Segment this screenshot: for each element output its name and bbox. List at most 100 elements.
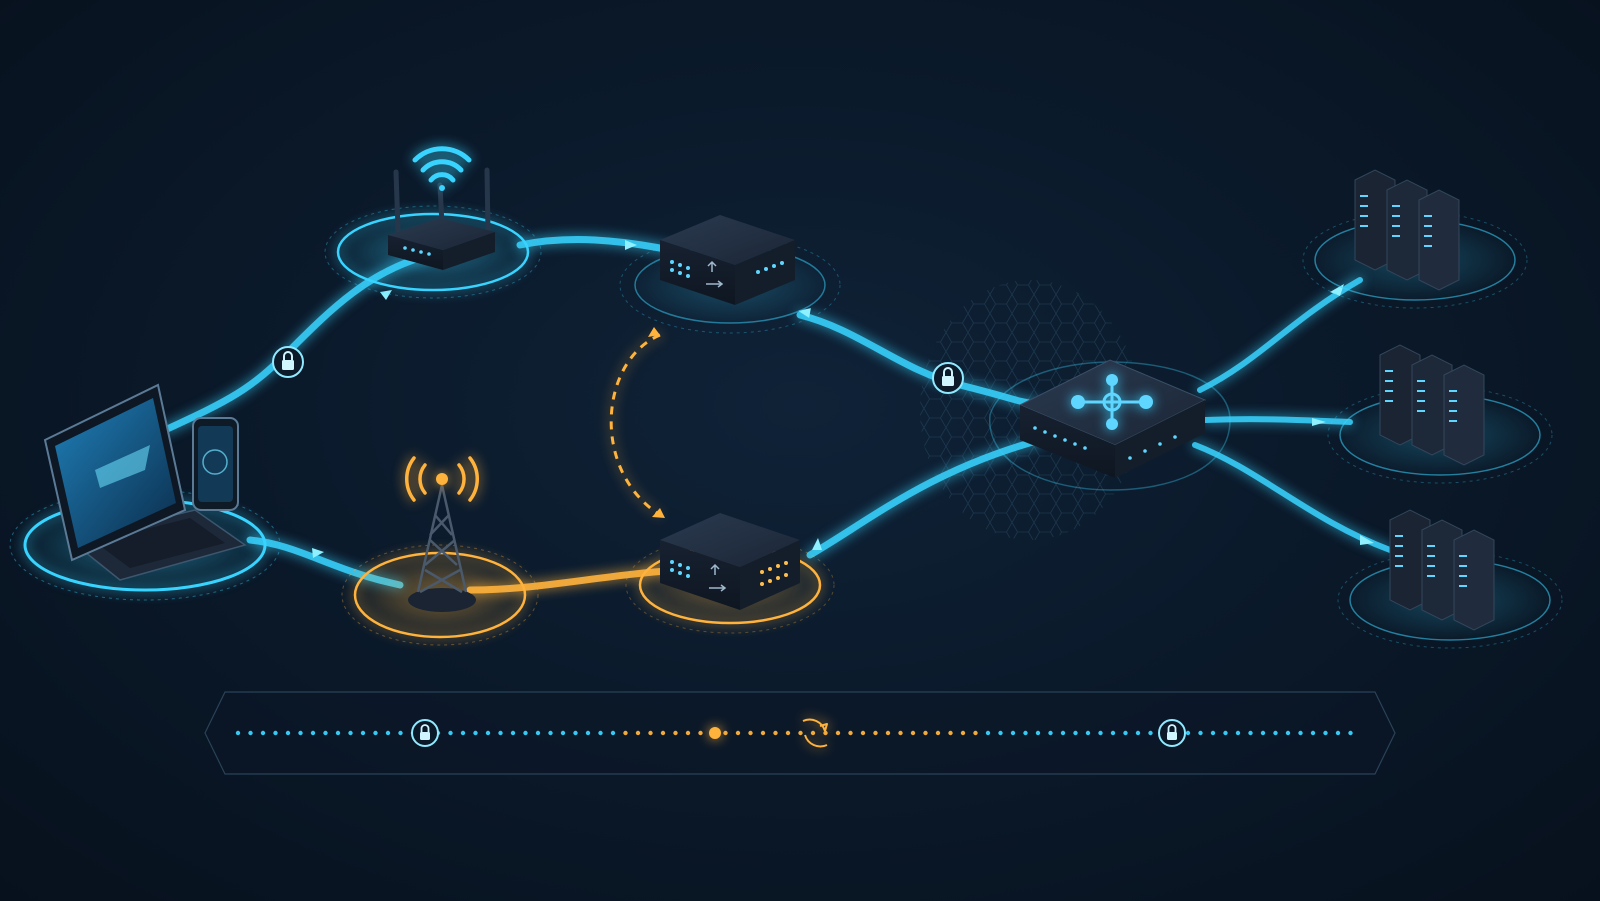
timeline-bar — [204, 691, 1396, 775]
timeline-lock-1 — [411, 719, 439, 747]
timeline-dot — [1023, 730, 1028, 736]
arrow-marker — [1312, 418, 1326, 426]
lock-badge-client-router — [272, 346, 304, 378]
timeline-dot — [573, 730, 578, 736]
wifi-icon — [412, 146, 472, 191]
timeline-dot — [635, 730, 641, 736]
gateway-icon — [709, 563, 727, 592]
lock-icon — [1167, 732, 1177, 740]
timeline-dot — [685, 730, 691, 736]
path-core-to-server-2 — [1202, 416, 1353, 425]
timeline-dot — [385, 730, 391, 736]
lock-icon — [942, 376, 954, 386]
timeline-dot — [323, 730, 328, 736]
timeline-dot — [960, 730, 966, 736]
timeline-dot — [785, 730, 791, 736]
timeline-dot — [1035, 730, 1041, 736]
timeline-dot — [673, 730, 678, 736]
timeline-dot — [510, 730, 516, 736]
timeline-dot — [648, 730, 653, 736]
timeline-dot — [823, 730, 828, 736]
handover-icon — [802, 718, 828, 748]
timeline-amber-node — [709, 727, 721, 739]
timeline-dot — [835, 730, 841, 736]
timeline-dot — [623, 730, 628, 736]
cell-tower — [341, 456, 539, 646]
timeline-dot — [1010, 730, 1016, 736]
core-switch — [989, 359, 1231, 491]
timeline-dot — [735, 730, 741, 736]
timeline-dot — [298, 730, 303, 736]
timeline-dot — [273, 730, 278, 736]
server-icon — [1354, 169, 1460, 291]
client-devices — [9, 383, 281, 601]
server-rack-1 — [1302, 169, 1528, 309]
server-rack-2 — [1327, 344, 1553, 484]
timeline-dot — [1348, 730, 1353, 736]
timeline-dot — [285, 730, 291, 736]
timeline-dot — [560, 730, 566, 736]
timeline-dot — [1248, 730, 1253, 736]
timeline-dot — [898, 730, 903, 736]
timeline-dot — [1123, 730, 1128, 736]
server-rack-3 — [1337, 509, 1563, 649]
arrow-marker — [380, 290, 392, 300]
timeline-dot — [1310, 730, 1316, 736]
timeline-dot — [873, 730, 878, 736]
timeline-dot — [348, 730, 353, 736]
lock-badge-gateway-core — [932, 362, 964, 394]
arrow-marker — [1360, 535, 1374, 545]
timeline-dot — [860, 730, 866, 736]
timeline-dot — [998, 730, 1003, 736]
timeline-dot — [1098, 730, 1103, 736]
timeline-dot — [1223, 730, 1228, 736]
handover-arc — [609, 327, 665, 518]
wifi-router — [324, 146, 542, 299]
laptop-icon — [43, 383, 247, 581]
timeline-dot — [1298, 730, 1303, 736]
timeline-dot — [1285, 730, 1291, 736]
timeline-dot — [1273, 730, 1278, 736]
timeline-dot — [748, 730, 753, 736]
timeline-dot — [1135, 730, 1141, 736]
timeline-dot — [1198, 730, 1203, 736]
timeline-dot — [473, 730, 478, 736]
timeline-dot — [448, 730, 453, 736]
timeline-dot — [373, 730, 378, 736]
timeline-dot — [935, 730, 941, 736]
timeline-dot — [523, 730, 528, 736]
timeline-dot — [773, 730, 778, 736]
timeline-dot — [585, 730, 591, 736]
timeline-dot — [910, 730, 916, 736]
lock-icon — [420, 732, 430, 740]
timeline-dot — [798, 730, 803, 736]
gateway-icon — [706, 260, 724, 288]
arrow-marker — [625, 240, 637, 250]
timeline-dot — [848, 730, 853, 736]
timeline-dot — [485, 730, 491, 736]
timeline-dot — [1210, 730, 1216, 736]
lock-icon — [282, 360, 294, 370]
path-router-to-gateway-top — [516, 236, 674, 254]
gateway-top — [619, 215, 841, 334]
phone-icon — [192, 417, 239, 511]
timeline-dot — [260, 730, 266, 736]
arrow-marker — [812, 538, 822, 550]
path-core-to-server-3 — [1192, 442, 1393, 553]
timeline-dot — [760, 730, 766, 736]
timeline-dot — [460, 730, 466, 736]
timeline-dot — [498, 730, 503, 736]
path-core-to-server-1 — [1197, 277, 1363, 393]
cell-tower-icon — [416, 484, 468, 594]
timeline-dot — [985, 730, 991, 736]
timeline-dot — [723, 730, 728, 736]
timeline-dot — [660, 730, 666, 736]
server-icon — [1389, 509, 1495, 631]
timeline-dot — [548, 730, 553, 736]
timeline-dot — [948, 730, 953, 736]
timeline-dot — [1235, 730, 1241, 736]
timeline-dot — [1048, 730, 1053, 736]
timeline-dot — [885, 730, 891, 736]
timeline-dot — [973, 730, 978, 736]
timeline-dot — [923, 730, 928, 736]
